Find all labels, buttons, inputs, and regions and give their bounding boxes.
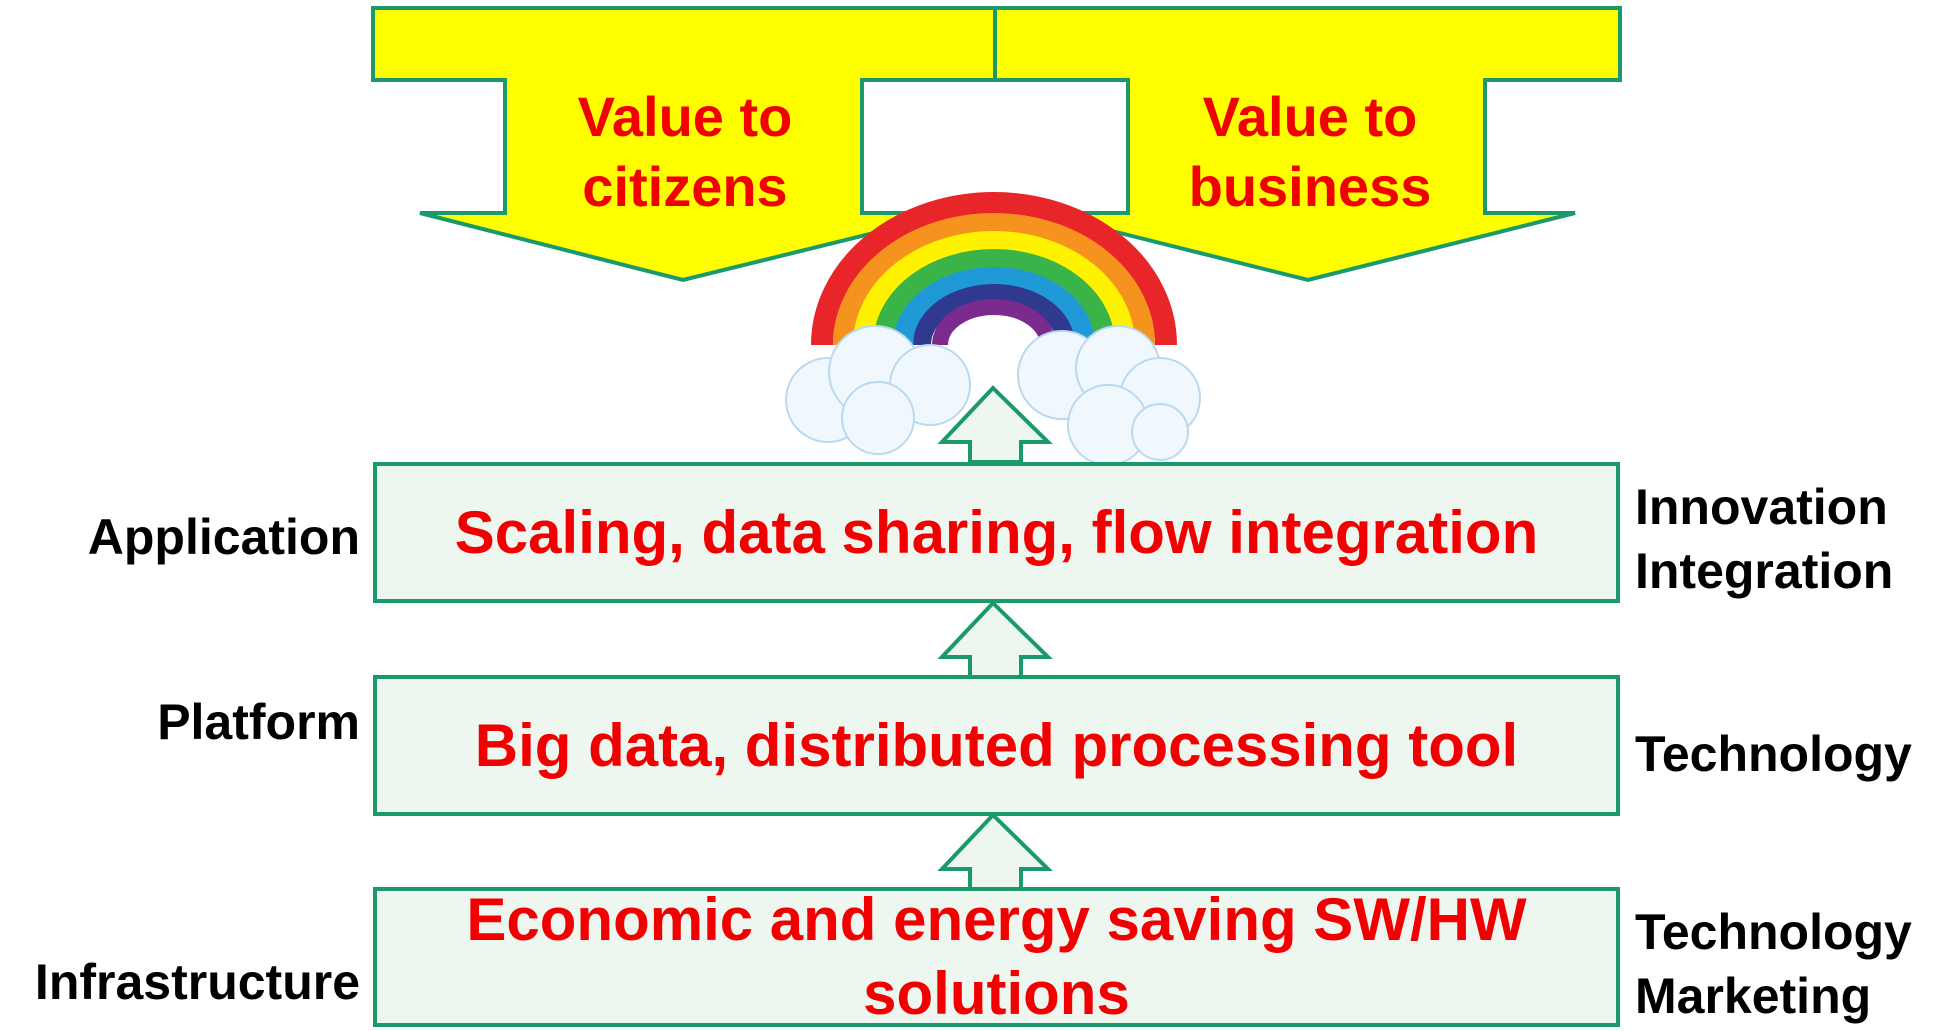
application-box: Scaling, data sharing, flow integration: [373, 462, 1620, 603]
application-content: Scaling, data sharing, flow integration: [454, 499, 1539, 566]
platform-box: Big data, distributed processing tool: [373, 675, 1620, 816]
layer-label-platform: Platform: [157, 694, 360, 750]
up-arrow-icon: [937, 600, 1053, 679]
infrastructure-content-line1: Economic and energy saving SW/HW: [466, 886, 1527, 953]
platform-content: Big data, distributed processing tool: [474, 712, 1519, 779]
layer-label-infrastructure: Infrastructure: [34, 954, 360, 1010]
rainbow-icon: [785, 192, 1201, 466]
up-arrow-icon: [937, 812, 1053, 891]
value-to-business-label: Value to business: [1188, 85, 1432, 218]
platform-right-labels: Technology: [1635, 726, 1912, 782]
infrastructure-right-labels: Technology Marketing: [1635, 904, 1912, 1024]
infrastructure-box: Economic and energy saving SW/HW solutio…: [373, 886, 1620, 1027]
application-right-labels: Innovation Integration: [1635, 479, 1894, 599]
infrastructure-content-line2: solutions: [863, 960, 1130, 1027]
layer-label-application: Application: [87, 509, 360, 565]
value-to-citizens-label: Value to citizens: [577, 85, 793, 218]
